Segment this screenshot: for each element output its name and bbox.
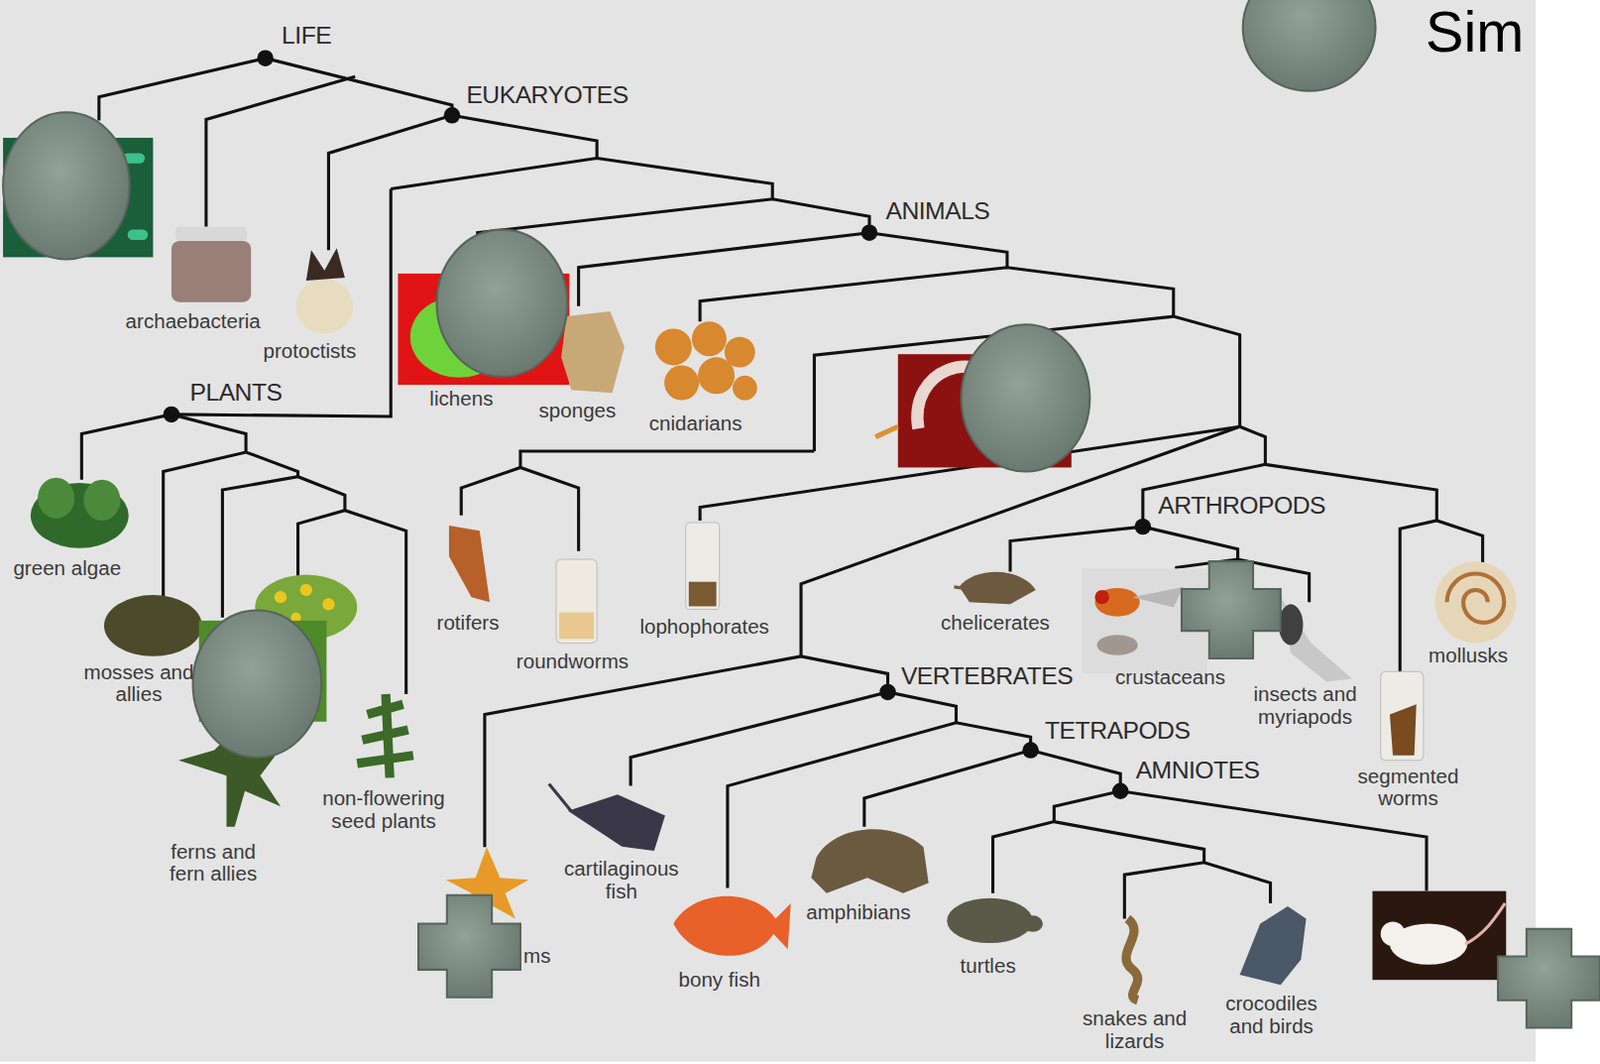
taxon-label: crocodiles and birds <box>1214 992 1329 1037</box>
clade-label: VERTEBRATES <box>901 662 1073 689</box>
clade-label: PLANTS <box>189 378 282 406</box>
clade-label: LIFE <box>281 22 332 50</box>
clade-label: AMNIOTES <box>1136 757 1260 785</box>
taxon-label: crustaceans <box>1115 665 1226 688</box>
taxon-label: chelicerates <box>940 611 1050 635</box>
corner-text: Sim <box>1425 3 1524 62</box>
taxon-label: insects and myriapods <box>1238 683 1373 728</box>
background <box>0 0 1536 1062</box>
taxon-label: turtles <box>960 953 1017 977</box>
taxon-label: ferns and fern allies <box>152 839 273 885</box>
taxon-label: cartilaginous fish <box>549 857 694 903</box>
taxon-label: ms <box>523 943 551 967</box>
taxon-label: bony fish <box>679 968 761 992</box>
taxon-label: mosses and allies <box>81 660 196 705</box>
clade-dots <box>163 49 1151 800</box>
taxon-label: green algae <box>12 556 121 579</box>
taxon-label: cnidarians <box>649 412 743 436</box>
taxon-label: segmented worms <box>1343 764 1475 809</box>
taxon-label: protoctists <box>263 340 357 363</box>
taxon-label: snakes and lizards <box>1069 1007 1201 1052</box>
taxon-label: rotifers <box>437 611 500 635</box>
taxon-label: roundworms <box>516 650 629 674</box>
clade-label: TETRAPODS <box>1044 717 1190 745</box>
organism-pictures <box>2 137 1517 1001</box>
taxon-label: non-flowering seed plants <box>306 787 461 832</box>
clade-label: EUKARYOTES <box>465 81 628 109</box>
taxon-label: mollusks <box>1428 644 1508 668</box>
taxon-label: lophophorates <box>639 615 770 639</box>
clade-label: ANIMALS <box>885 198 990 226</box>
clade-label: ARTHROPODS <box>1157 491 1326 519</box>
taxon-label: sponges <box>538 398 616 422</box>
taxon-label: amphibians <box>805 901 911 924</box>
taxon-label: archaebacteria <box>125 310 261 334</box>
tree-branches <box>81 58 1483 919</box>
taxon-label: lichens <box>429 386 493 410</box>
grey-overlays <box>2 0 1600 1029</box>
